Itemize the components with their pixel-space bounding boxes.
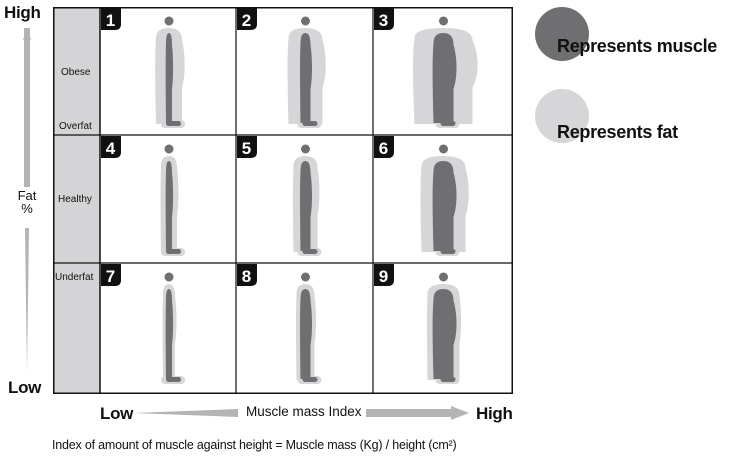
muscle-silhouette [432,33,457,123]
body-figure-7: 7 [101,264,185,384]
head [439,16,448,26]
x-axis-arrow-left [133,409,238,417]
head [164,16,174,26]
cell-number-badge [374,264,394,286]
muscle-foot [302,121,318,126]
head [301,144,310,154]
cell-number: 8 [242,267,251,286]
muscle-silhouette [165,289,174,379]
muscle-silhouette [165,33,174,123]
body-figure-2: 2 [237,8,326,128]
cell-number-badge [237,8,257,30]
x-axis-arrow-head [451,406,469,420]
muscle-foot [166,121,181,126]
fat-legend-swatch [535,89,589,143]
muscle-foot [302,249,318,254]
y-axis-label: Fat % [14,187,40,217]
cell-number-badge [374,8,394,30]
row-label-underfat: Underfat [55,272,94,283]
muscle-silhouette [432,161,457,251]
x-axis-label: Muscle mass Index [242,404,366,419]
row-label-obese: Obese [61,67,91,78]
x-axis-arrow-right [361,409,451,417]
body-figure-8: 8 [237,264,322,384]
muscle-silhouette [165,161,174,251]
cell-number-badge [237,136,257,158]
row-label-panel [53,7,100,393]
cell-number: 4 [106,139,116,158]
cell-number: 6 [379,139,388,158]
cell-number-badge [374,136,394,158]
x-axis-low: Low [100,404,134,423]
cell-number-badge [101,264,121,286]
head [301,272,310,282]
cell-number-badge [237,264,257,286]
cell-number: 9 [379,267,388,286]
y-axis-label-line1: Fat [17,188,37,203]
cell-number: 2 [242,11,251,30]
muscle-foot [166,377,181,382]
fat-legend-label: Represents fat [557,122,678,142]
y-axis-label-line2: % [21,201,33,216]
muscle-silhouette [300,161,312,251]
muscle-legend-label: Represents muscle [557,36,717,56]
body-figure-5: 5 [237,136,322,256]
y-axis-low: Low [8,378,42,397]
y-axis-high: High [4,3,41,22]
body-figure-6: 6 [374,136,469,256]
cell-number-badge [101,8,121,30]
body-composition-grid: 1 2 3 4 5 6 7 8 9 [53,7,513,394]
muscle-foot [302,377,318,382]
formula-text: Index of amount of muscle against height… [52,438,457,452]
muscle-silhouette [300,289,312,379]
body-figure-9: 9 [374,264,462,384]
y-axis-arrow [23,28,31,373]
cell-number: 3 [379,11,388,30]
muscle-silhouette [432,289,457,379]
body-figure-3: 3 [374,8,478,128]
y-axis-arrow-head [23,28,31,40]
body-figure-4: 4 [101,136,185,256]
muscle-foot [166,249,181,254]
cell-number-badge [101,136,121,158]
y-axis-arrow-upper [24,28,30,198]
head [164,144,174,154]
muscle-legend-swatch [535,7,589,61]
grid-border [53,7,513,394]
row-label-healthy: Healthy [58,194,92,205]
muscle-foot [440,377,456,382]
head [301,16,310,26]
muscle-foot [440,121,456,126]
head [439,144,448,154]
cell-number: 5 [242,139,251,158]
muscle-foot [440,249,456,254]
head [439,272,448,282]
head [164,272,174,282]
y-axis-arrow-lower [25,228,29,373]
body-figure-1: 1 [101,8,185,128]
cell-number: 1 [106,11,115,30]
row-label-overfat: Overfat [59,121,92,132]
x-axis-arrow [133,406,469,420]
x-axis-high: High [476,404,513,423]
cell-number: 7 [106,267,115,286]
muscle-silhouette [300,33,312,123]
